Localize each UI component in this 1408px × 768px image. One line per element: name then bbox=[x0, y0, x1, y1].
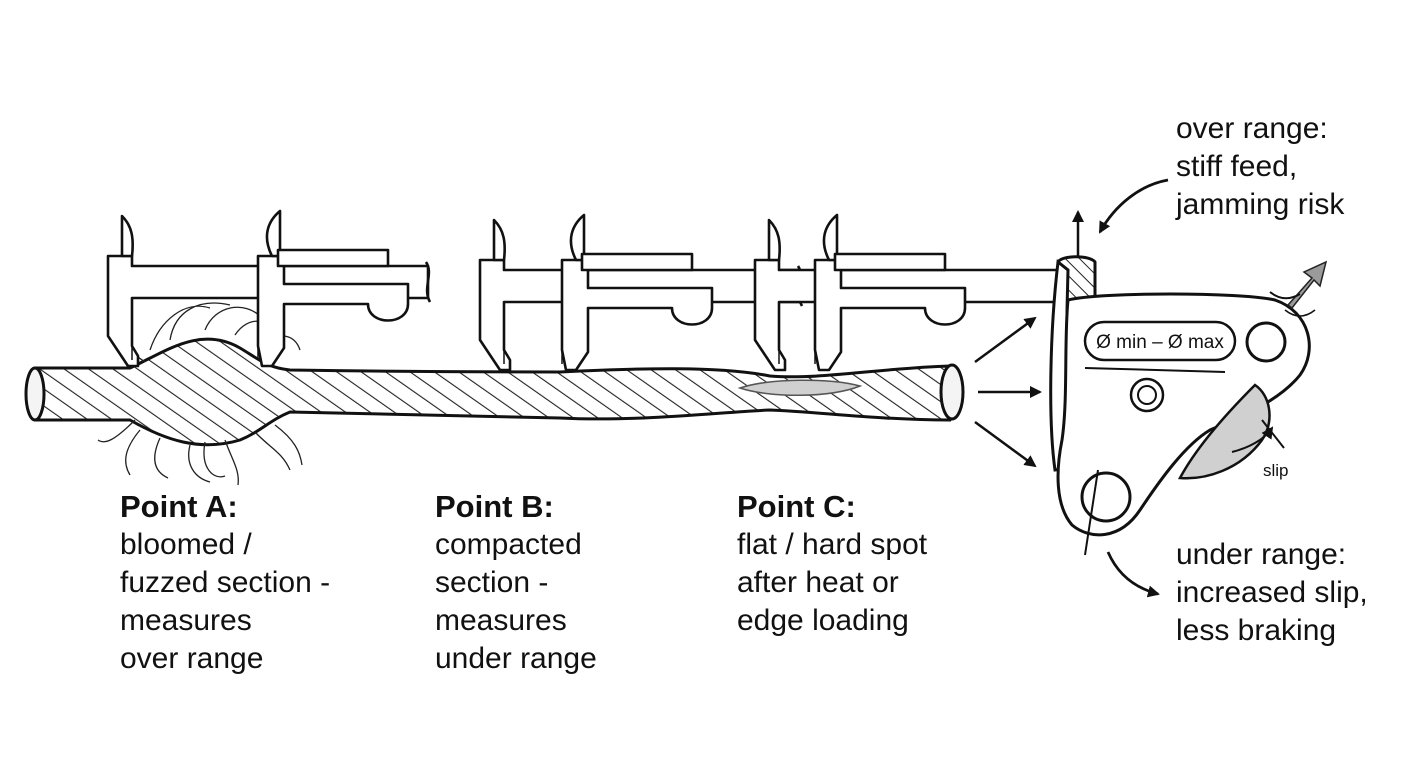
caliper-part bbox=[478, 258, 802, 372]
under-range-line-3: less braking bbox=[1176, 614, 1337, 647]
point-c-line-2: after heat or bbox=[737, 566, 899, 599]
point-c-heading: Point C: bbox=[737, 489, 856, 524]
point-c-line-3: edge loading bbox=[737, 604, 909, 637]
under-range-note: under range: increased slip, less brakin… bbox=[1176, 536, 1368, 650]
caliper-point-c bbox=[753, 213, 1079, 372]
caliper-part bbox=[560, 258, 714, 372]
caliper-part bbox=[265, 209, 282, 258]
over-range-line-1: over range: bbox=[1176, 112, 1328, 145]
device-slip-label: slip bbox=[1263, 461, 1289, 480]
point-a-label: Point A: bloomed / fuzzed section - meas… bbox=[120, 488, 330, 678]
under-range-line-1: under range: bbox=[1176, 538, 1347, 571]
caliper-part bbox=[753, 258, 1077, 372]
caliper-part bbox=[120, 214, 134, 258]
caliper-part bbox=[569, 213, 586, 262]
point-b-line-3: measures bbox=[435, 604, 567, 637]
caliper-point-a bbox=[106, 209, 432, 368]
under-range-line-2: increased slip, bbox=[1176, 576, 1368, 609]
caliper-part bbox=[580, 252, 694, 272]
point-b-line-4: under range bbox=[435, 642, 597, 675]
caliper-part bbox=[276, 248, 390, 268]
point-a-line-4: over range bbox=[120, 642, 264, 675]
rope-to-device-arrows bbox=[974, 316, 1042, 468]
rope-fuzz bbox=[97, 302, 303, 486]
caliper-beam-break bbox=[424, 261, 432, 303]
belay-device bbox=[1049, 210, 1328, 556]
device-range-label: Ø min – Ø max bbox=[1096, 332, 1224, 353]
point-b-line-2: section - bbox=[435, 566, 549, 599]
point-b-heading: Point B: bbox=[435, 489, 554, 524]
over-range-line-3: jamming risk bbox=[1176, 188, 1345, 221]
caliper-part bbox=[833, 252, 947, 272]
caliper-part bbox=[256, 254, 410, 368]
over-range-note: over range: stiff feed, jamming risk bbox=[1176, 110, 1344, 224]
caliper-part bbox=[767, 218, 781, 262]
caliper-part bbox=[813, 258, 967, 372]
point-c-line-1: flat / hard spot bbox=[737, 528, 928, 561]
point-c-label: Point C: flat / hard spot after heat or … bbox=[737, 488, 927, 640]
point-a-heading: Point A: bbox=[120, 489, 238, 524]
point-a-line-3: measures bbox=[120, 604, 252, 637]
point-b-label: Point B: compacted section - measures un… bbox=[435, 488, 597, 678]
over-range-line-2: stiff feed, bbox=[1176, 150, 1298, 183]
caliper-part bbox=[822, 213, 839, 262]
caliper-part bbox=[492, 218, 506, 262]
point-b-line-1: compacted bbox=[435, 528, 582, 561]
caliper-point-b bbox=[478, 213, 804, 372]
point-a-line-2: fuzzed section - bbox=[120, 566, 331, 599]
annotation-arrows bbox=[1098, 178, 1169, 598]
point-a-line-1: bloomed / bbox=[120, 528, 252, 561]
